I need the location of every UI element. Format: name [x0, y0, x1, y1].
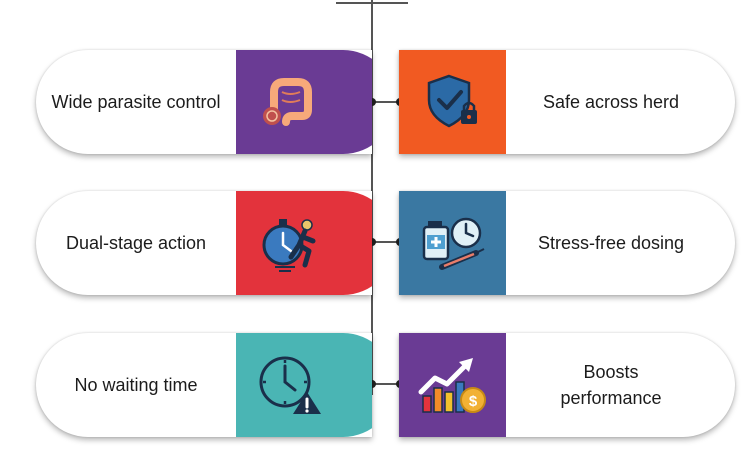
icon-panel	[236, 333, 343, 437]
icon-panel	[236, 50, 343, 154]
medicine-clock-icon	[422, 217, 484, 270]
feature-label: Wide parasite control	[51, 92, 221, 112]
icon-cap	[343, 333, 372, 437]
connector-right	[373, 101, 403, 103]
connector-dot	[368, 380, 376, 388]
shield-check-icon	[427, 74, 477, 128]
icon-panel	[236, 191, 343, 295]
icon-panel	[399, 191, 506, 295]
feature-label: Stress-free dosing	[537, 233, 685, 253]
feature-stress-free-dosing: Stress-free dosing	[399, 191, 735, 295]
connector-right	[373, 383, 403, 385]
feature-no-waiting-time: No waiting time	[36, 333, 372, 437]
feature-wide-parasite-control: Wide parasite control	[36, 50, 372, 154]
icon-panel	[399, 50, 506, 154]
icon-cap	[343, 50, 372, 154]
feature-label: No waiting time	[74, 375, 198, 395]
clock-warning-icon	[259, 356, 321, 414]
icon-panel: $	[399, 333, 506, 437]
connector-dot	[368, 238, 376, 246]
feature-label: Safe across herd	[542, 92, 680, 112]
svg-text:$: $	[468, 393, 477, 410]
icon-cap	[343, 191, 372, 295]
feature-label: Dual-stage action	[65, 233, 207, 253]
feature-boosts-performance: $ Boosts performance	[399, 333, 735, 437]
feature-dual-stage-action: Dual-stage action	[36, 191, 372, 295]
growth-chart-icon: $	[418, 358, 486, 413]
connector-right	[373, 241, 403, 243]
intestine-icon	[262, 78, 312, 126]
connector-dot	[368, 98, 376, 106]
feature-safe-across-herd: Safe across herd	[399, 50, 735, 154]
feature-label: Boosts performance	[560, 362, 662, 408]
stopwatch-runner-icon	[262, 219, 315, 272]
center-spine	[371, 0, 373, 395]
